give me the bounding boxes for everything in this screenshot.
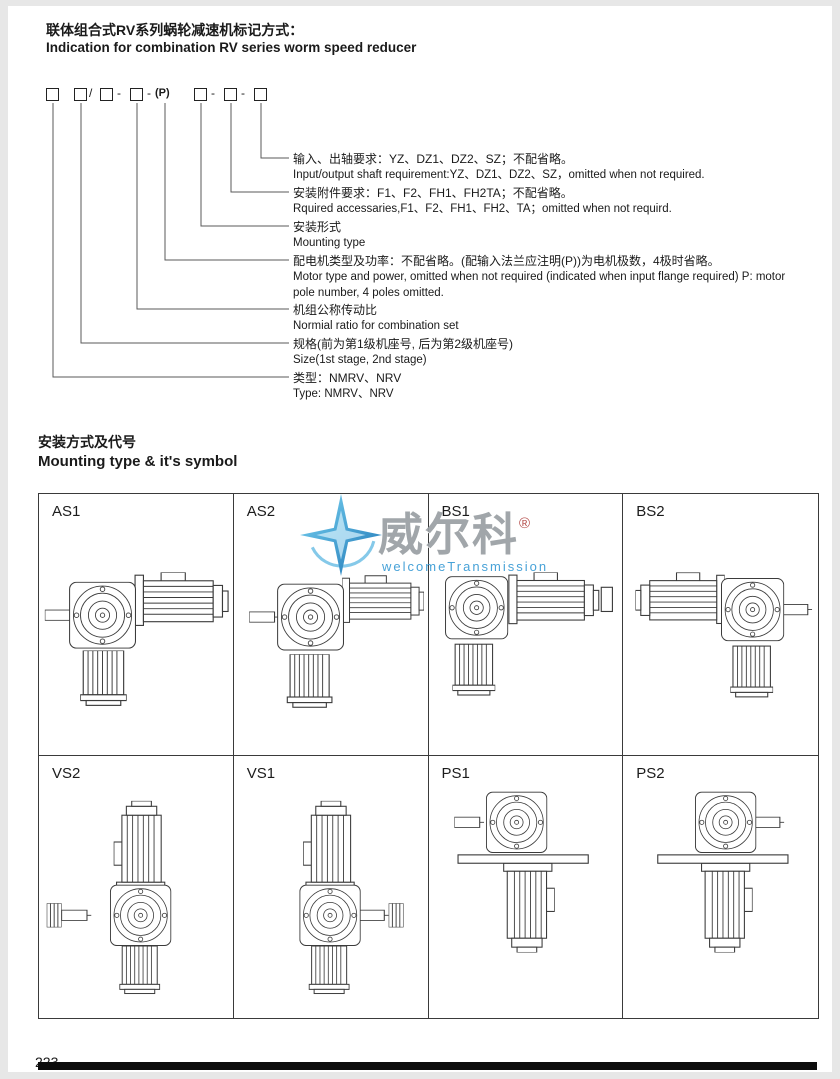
- code-slash: /: [89, 86, 93, 100]
- mounting-type-label: PS1: [441, 765, 470, 782]
- catalog-page: 联体组合式RV系列蜗轮减速机标记方式： Indication for combi…: [8, 6, 832, 1072]
- mounting-type-label: BS1: [441, 503, 470, 520]
- gearmotor-drawing-vs2: [46, 800, 172, 995]
- code-box-type: [46, 88, 59, 101]
- code-dash: -: [117, 86, 121, 100]
- code-box-mounting: [194, 88, 207, 101]
- mounting-cell-as2: AS2: [233, 494, 429, 756]
- mounting-heading-en: Mounting type & it's symbol: [38, 453, 238, 470]
- mounting-type-label: AS2: [246, 503, 276, 520]
- code-box-shaft: [254, 88, 267, 101]
- note-motor-zh: 配电机类型及功率：不配省略。(配输入法兰应注明(P))为电机极数，4极时省略。: [293, 254, 720, 268]
- brand-text-block: 威尔科® welcomeTransmission: [378, 498, 548, 574]
- note-accessories-en: Rquired accessaries,F1、F2、FH1、FH2、TA；omi…: [293, 203, 672, 215]
- code-box-size1: [74, 88, 87, 101]
- registered-mark: ®: [519, 515, 531, 532]
- mounting-type-label: PS2: [636, 765, 665, 782]
- note-ratio: 机组公称传动比 Normial ratio for combination se…: [293, 302, 807, 334]
- brand-watermark: 威尔科® welcomeTransmission: [300, 494, 548, 576]
- brand-name: 威尔科: [378, 509, 520, 560]
- note-ratio-en: Normial ratio for combination set: [293, 320, 459, 332]
- mounting-table: AS1 AS2 BS1: [38, 493, 819, 1019]
- mounting-cell-as1: AS1: [39, 494, 234, 756]
- mounting-cell-bs2: BS2: [623, 494, 818, 756]
- page-title-zh: 联体组合式RV系列蜗轮减速机标记方式：: [46, 22, 304, 38]
- note-size: 规格(前为第1级机座号, 后为第2级机座号) Size(1st stage, 2…: [293, 336, 807, 368]
- note-size-zh: 规格(前为第1级机座号, 后为第2级机座号): [293, 337, 514, 351]
- note-type-zh: 类型：NMRV、NRV: [293, 371, 402, 385]
- code-dash: -: [147, 86, 151, 100]
- gearmotor-drawing-ps1: [454, 791, 590, 953]
- mounting-cell-ps2: PS2: [623, 756, 818, 1018]
- note-shaft-zh: 输入、出轴要求：YZ、DZ1、DZ2、SZ；不配省略。: [293, 152, 574, 166]
- brand-subtitle: welcomeTransmission: [382, 559, 549, 574]
- code-box-ratio: [130, 88, 143, 101]
- code-dash: -: [241, 86, 245, 100]
- note-shaft: 输入、出轴要求：YZ、DZ1、DZ2、SZ；不配省略。 Input/output…: [293, 151, 807, 183]
- gearmotor-drawing-bs2: [635, 572, 812, 698]
- note-shaft-en: Input/output shaft requirement:YZ、DZ1、DZ…: [293, 169, 705, 181]
- gearmotor-drawing-as1: [44, 572, 229, 706]
- mounting-cell-vs2: VS2: [39, 756, 234, 1018]
- note-motor-en: Motor type and power, omitted when not r…: [293, 271, 786, 299]
- star-burst-icon: [300, 494, 382, 576]
- mounting-cell-bs1: BS1: [428, 494, 624, 756]
- note-size-en: Size(1st stage, 2nd stage): [293, 354, 427, 366]
- note-motor: 配电机类型及功率：不配省略。(配输入法兰应注明(P))为电机极数，4极时省略。 …: [293, 253, 807, 301]
- note-mounting: 安装形式 Mounting type: [293, 219, 807, 251]
- mounting-cell-vs1: VS1: [234, 756, 429, 1018]
- note-accessories-zh: 安装附件要求：F1、F2、FH1、FH2TA；不配省略。: [293, 186, 573, 200]
- note-type-en: Type: NMRV、NRV: [293, 388, 394, 400]
- note-accessories: 安装附件要求：F1、F2、FH1、FH2TA；不配省略。 Rquired acc…: [293, 185, 807, 217]
- mounting-cell-ps1: PS1: [429, 756, 624, 1018]
- note-ratio-zh: 机组公称传动比: [293, 303, 378, 317]
- mounting-heading-zh: 安装方式及代号: [38, 434, 136, 450]
- code-dash: -: [211, 86, 215, 100]
- gearmotor-drawing-bs1: [445, 572, 614, 696]
- gearmotor-drawing-vs1: [299, 800, 404, 995]
- code-box-accessories: [224, 88, 237, 101]
- note-mounting-zh: 安装形式: [293, 220, 342, 234]
- mounting-type-label: VS2: [52, 765, 81, 782]
- page-title-en: Indication for combination RV series wor…: [46, 40, 417, 55]
- mounting-type-label: BS2: [636, 503, 665, 520]
- footer-bar: [38, 1062, 817, 1070]
- mounting-type-label: VS1: [246, 765, 276, 782]
- code-box-size2: [100, 88, 113, 101]
- note-mounting-en: Mounting type: [293, 237, 366, 249]
- code-p-label: (P): [155, 87, 170, 99]
- note-type: 类型：NMRV、NRV Type: NMRV、NRV: [293, 370, 807, 402]
- gearmotor-drawing-ps2: [656, 791, 789, 953]
- mounting-type-label: AS1: [52, 503, 81, 520]
